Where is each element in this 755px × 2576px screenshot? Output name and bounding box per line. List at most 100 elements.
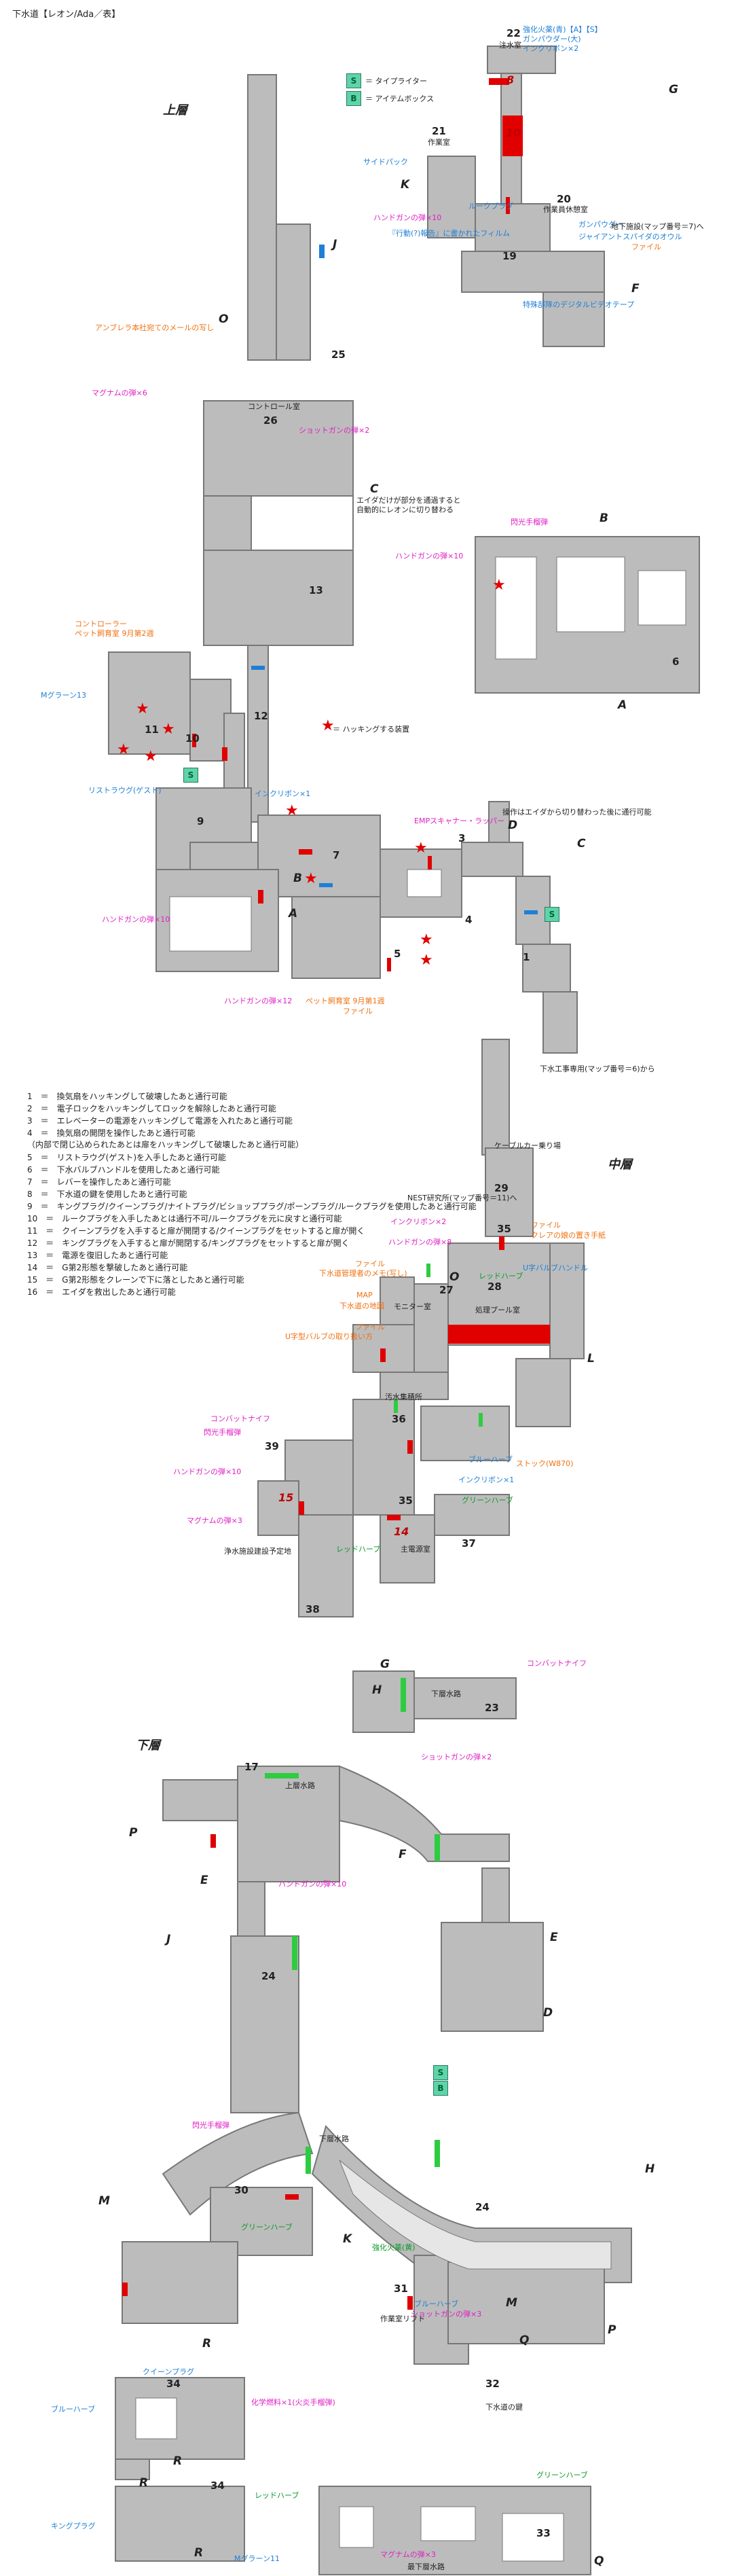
door-K-lower: K — [343, 2232, 352, 2246]
room-33: 33 — [536, 2527, 551, 2539]
item-green-herb-3: グリーンハーブ — [536, 2471, 588, 2480]
item-file-3b: 下水道管理者のメモ(写し) — [319, 1269, 407, 1278]
item-handgun-12: ハンドガンの弾×12 — [224, 997, 293, 1005]
room-35-top: 35 — [497, 1223, 511, 1235]
room-36: 36 — [392, 1413, 406, 1425]
door-C-upper: C — [370, 482, 379, 496]
room-37: 37 — [462, 1537, 476, 1550]
svg-text:★: ★ — [492, 577, 506, 594]
item-strong-fire: 強化火薬(黄) — [372, 2243, 416, 2252]
room-38-name: 浄水施設建設予定地 — [224, 1547, 291, 1556]
typewriter-icon: S — [183, 768, 198, 783]
item-flash-grenade: 閃光手榴弾 — [511, 518, 548, 526]
item-combat-knife: コンバットナイフ — [210, 1414, 270, 1423]
lock-rule-7: 7 ＝ レバーを操作したあと通行可能 — [27, 1177, 171, 1187]
item-digital-tape: 特殊部隊のデジタルビデオテープ — [523, 300, 635, 309]
room-9: 9 — [197, 815, 204, 827]
room-32-name: 下水道の鍵 — [485, 2403, 523, 2412]
green-doors-lower — [265, 1678, 440, 2174]
lock-rule-16: 16 ＝ エイダを救出したあと通行可能 — [27, 1287, 176, 1297]
room-24-name: 下層水路 — [319, 2134, 349, 2143]
room-5: 5 — [394, 948, 401, 960]
itembox-icon: B — [346, 91, 361, 106]
lock-rule-12: 12 ＝ キングプラグを入手すると扉が開閉する/キングプラグをセットすると扉が開… — [27, 1238, 350, 1248]
lock-rule-2: 2 ＝ 電子ロックをハッキングしてロックを解除したあと通行可能 — [27, 1104, 276, 1113]
room-12: 12 — [254, 710, 268, 722]
item-blue-herb-2: ブルーハーブ — [414, 2300, 459, 2308]
door-H-lower: H — [372, 1683, 382, 1697]
room-23-name: 下層水路 — [431, 1689, 461, 1698]
room-31: 31 — [394, 2283, 408, 2295]
room-20: 20 — [557, 193, 571, 205]
svg-text:★: ★ — [321, 717, 335, 734]
lock-10: 10 — [506, 126, 521, 139]
note-hack-device: ＝ ハッキングする装置 — [333, 725, 410, 734]
typewriter-icon: S — [545, 907, 559, 922]
item-gunpowder-large: ガンパウダー(大) — [523, 35, 581, 43]
item-pet-file: ペット飼育室 9月第2週 — [75, 629, 154, 638]
door-B-right: B — [600, 512, 608, 525]
item-ink-ribbon-2: インクリボン×2 — [523, 44, 579, 53]
item-file-2: ファイル — [343, 1007, 373, 1016]
door-A-mid: A — [289, 907, 298, 920]
door-K-upper: K — [401, 178, 410, 192]
item-file-4: ファイル — [355, 1323, 385, 1331]
lock-rule-11: 11 ＝ クイーンプラグを入手すると扉が開閉する/クイーンプラグをセットすると扉… — [27, 1226, 365, 1236]
lock-rule-4: 4 ＝ 換気扇の開閉を操作したあと通行可能 （内部で閉じ込められたあとは扉をハッ… — [27, 1128, 304, 1149]
item-gunpowder: ガンパウダー — [578, 220, 623, 229]
door-O-lower: P — [129, 1826, 138, 1840]
room-30: 30 — [234, 2184, 248, 2196]
room-36-name: 汚水集積所 — [385, 1393, 422, 1401]
door-H-right: H — [645, 2162, 655, 2176]
blue-doors-upper — [251, 245, 538, 914]
room-24-a: 24 — [261, 1970, 276, 1982]
door-R-mid: R — [173, 2454, 183, 2468]
door-J-lower: J — [166, 1933, 171, 1946]
room-39: 39 — [265, 1440, 279, 1452]
room-29: 29 — [494, 1182, 509, 1194]
item-handgun-10d: ハンドガンの弾×10 — [173, 1467, 242, 1476]
item-green-herb-2: グリーンハーブ — [241, 2223, 293, 2232]
item-chem: 化学燃料×1(火炎手榴弾) — [251, 2398, 335, 2407]
item-map: MAP — [356, 1291, 373, 1300]
svg-text:★: ★ — [420, 931, 433, 948]
room-27: 27 — [439, 1284, 454, 1296]
room-13: 13 — [309, 584, 323, 596]
door-M-right: M — [506, 2296, 517, 2310]
item-handgun-10c: ハンドガンの弾×10 — [102, 915, 170, 924]
note-sewer-work: 下水工事専用(マップ番号＝6)から — [540, 1065, 655, 1073]
door-N-upper: O — [219, 312, 229, 326]
room-34-a: 34 — [166, 2378, 181, 2390]
svg-text:★: ★ — [162, 721, 175, 738]
svg-text:★: ★ — [144, 748, 158, 765]
room-24-b: 24 — [475, 2201, 490, 2213]
door-B-mid: B — [293, 872, 302, 885]
lock-15: 15 — [278, 1491, 294, 1504]
item-shotgun-2: ショットガンの弾×2 — [299, 426, 370, 435]
room-32: 32 — [485, 2378, 500, 2390]
lock-8: 8 — [507, 73, 515, 86]
lock-rule-13: 13 ＝ 電源を復旧したあと通行可能 — [27, 1251, 168, 1260]
door-F-upper: F — [631, 282, 640, 296]
red-doors-lower — [122, 1834, 413, 2310]
item-shotgun-3: ショットガンの弾×3 — [411, 2310, 482, 2319]
lock-rule-5: 5 ＝ リストラウグ(ゲスト)を入手したあと通行可能 — [27, 1153, 227, 1162]
door-G-upper: G — [669, 83, 678, 96]
room-20-name: 作業員休憩室 — [543, 205, 588, 214]
lock-rule-3: 3 ＝ エレベーターの電源をハッキングして電源を入れたあと通行可能 — [27, 1116, 293, 1126]
green-doors-middle — [394, 1264, 483, 1427]
lock-rule-10: 10 ＝ ルークプラグを入手したあとは通行不可/ルークプラグを元に戻すと通行可能 — [27, 1214, 342, 1223]
item-file-5: ファイル — [531, 1221, 561, 1230]
typewriter-icon: S — [433, 2065, 448, 2080]
room-6: 6 — [672, 656, 680, 668]
item-blue-herb-3: ブルーハーブ — [51, 2405, 96, 2414]
item-red-herb-2: レッドハーブ — [336, 1545, 381, 1554]
svg-text:★: ★ — [285, 802, 299, 819]
section-lower: 下層 — [136, 1738, 160, 1753]
item-film: 『行動(?)報告』に書かれたフィルム — [388, 229, 510, 238]
lock-rule-6: 6 ＝ 下水バルブハンドルを使用したあと通行可能 — [27, 1165, 220, 1175]
item-m-cloth: Mグラーン13 — [41, 691, 86, 700]
item-handgun-10b: ハンドガンの弾×10 — [395, 552, 464, 560]
room-17-name: 上層水路 — [285, 1781, 315, 1790]
item-upgrade-blue: 強化火薬(青)【A】【S】 — [523, 25, 602, 34]
